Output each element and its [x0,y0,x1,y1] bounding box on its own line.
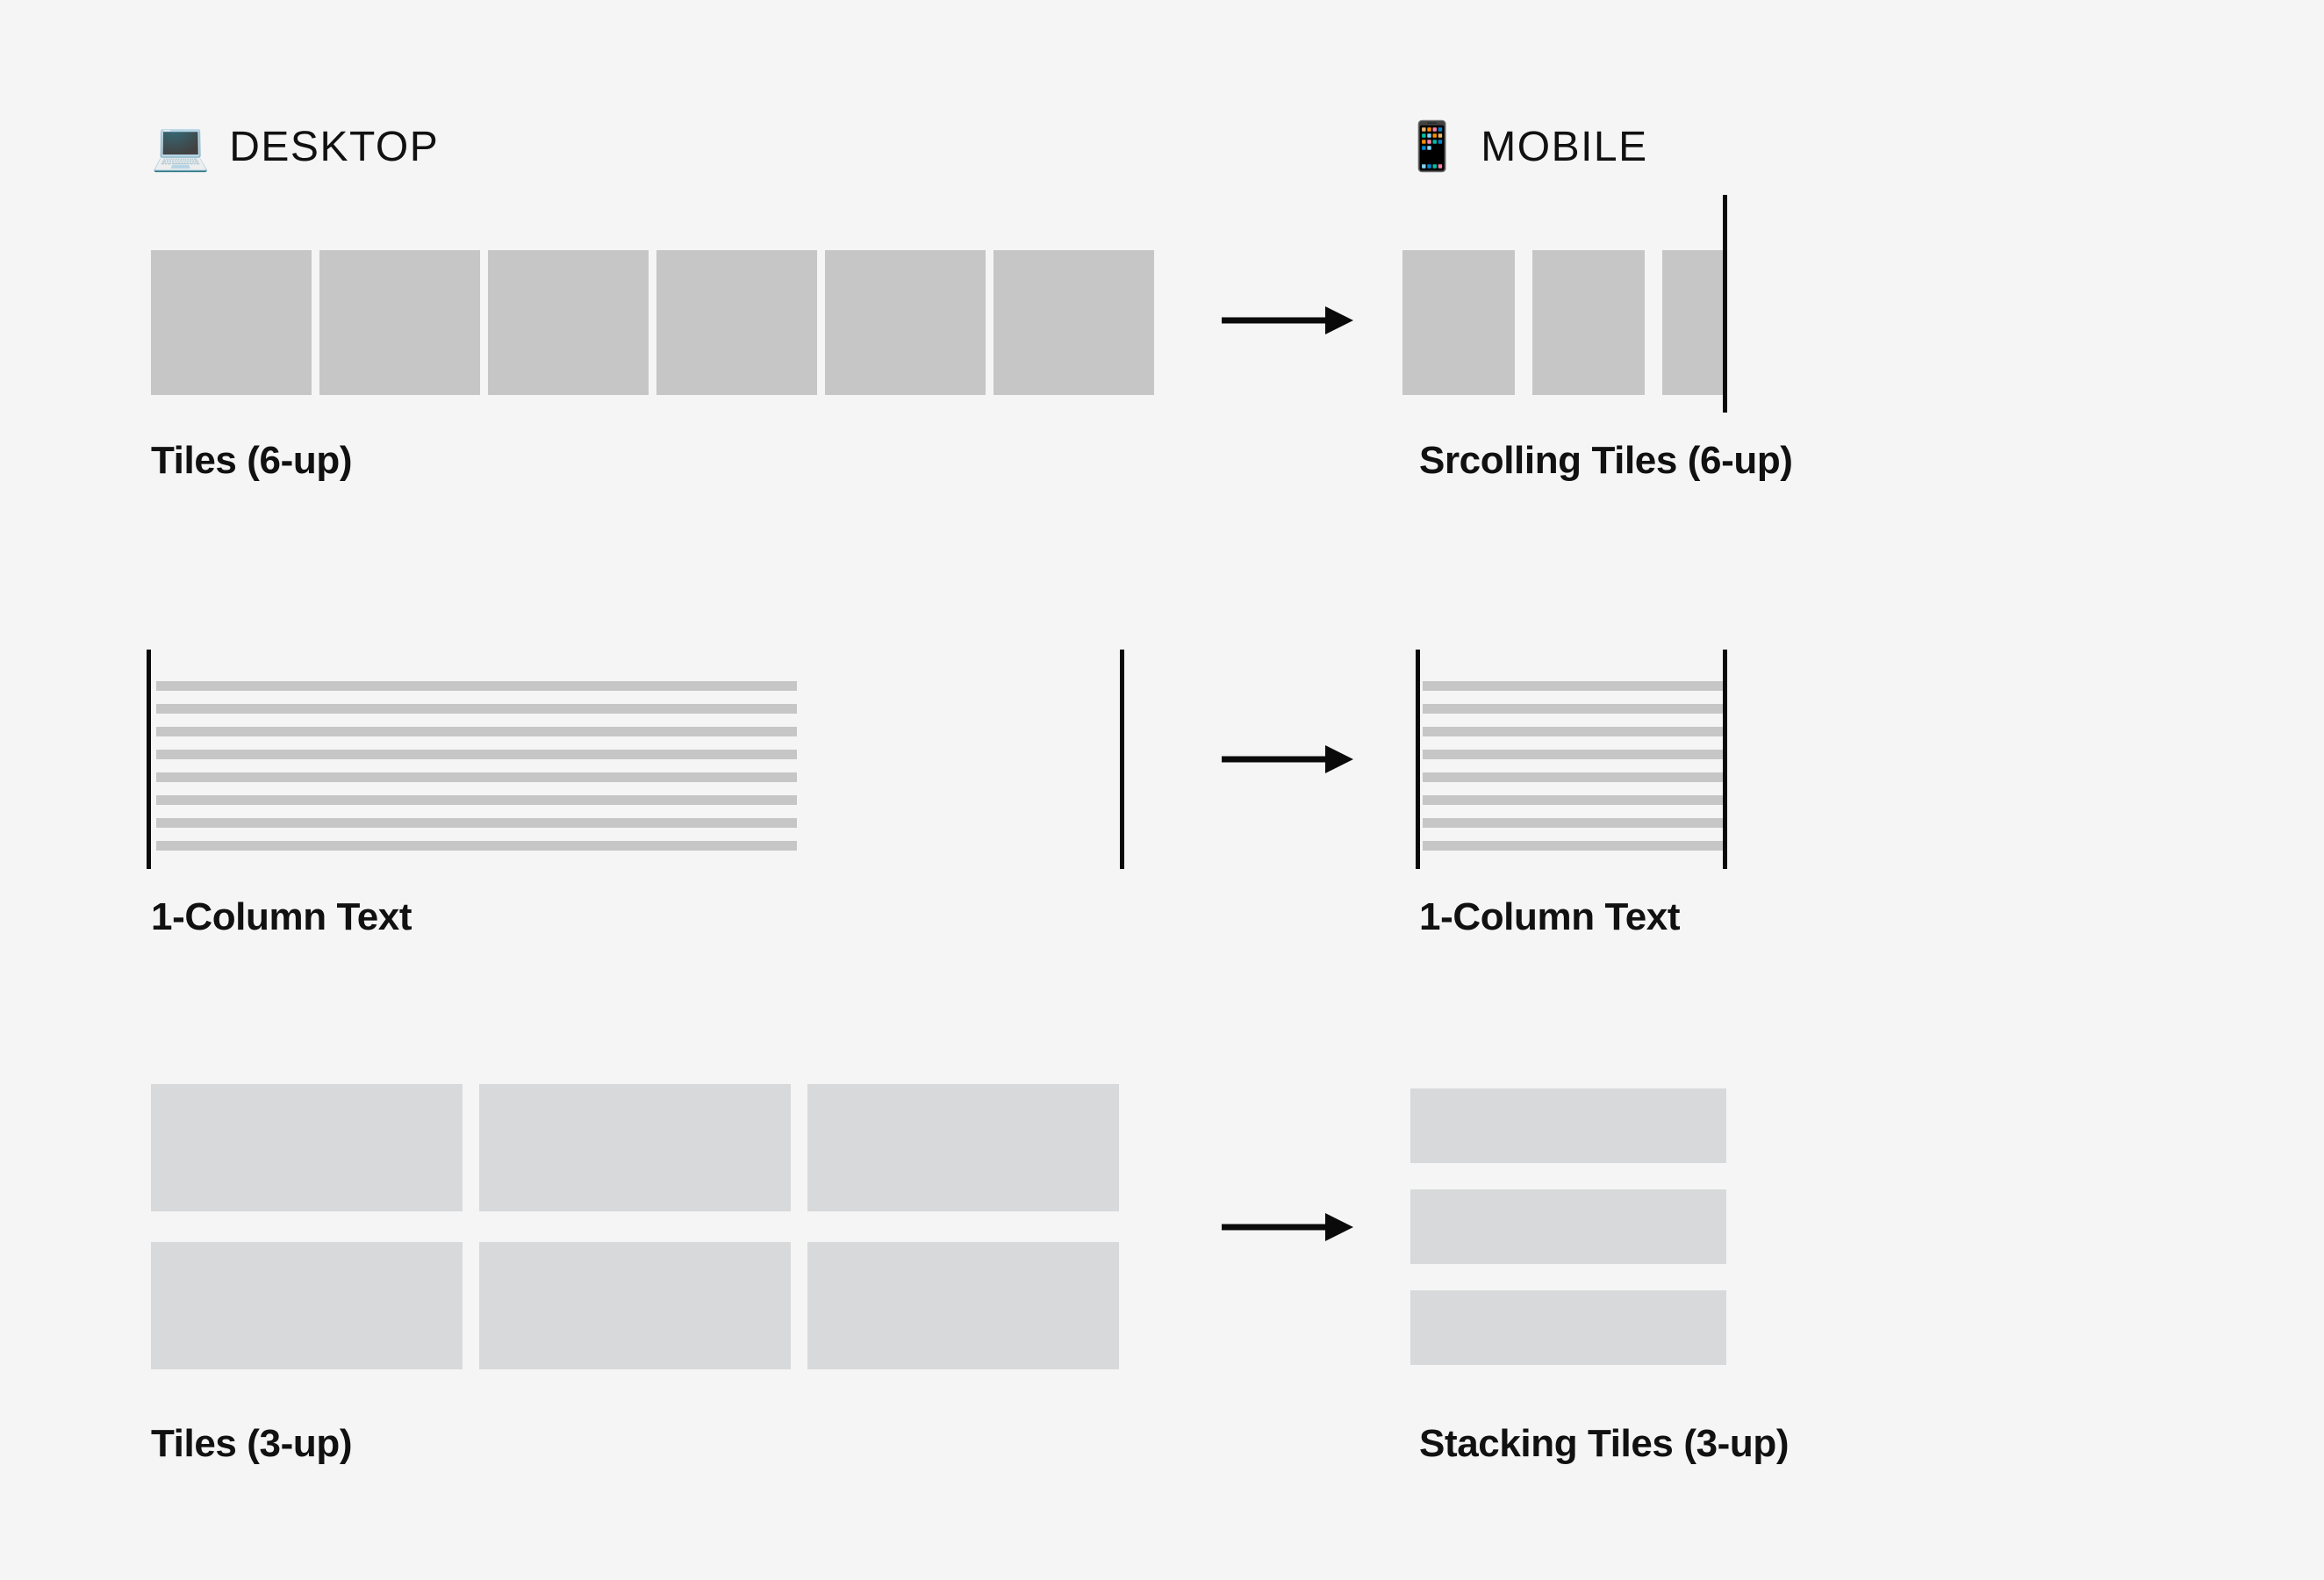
tile [1410,1088,1726,1163]
arrow-right-icon [1222,742,1353,777]
row-tiles-6up: Tiles (6-up) Srcolling Tiles (6-up) [0,0,2324,527]
column-header-mobile: 📱 MOBILE [1402,116,1648,177]
tile [479,1242,791,1369]
caption-desktop-tiles-6up: Tiles (6-up) [151,439,353,482]
text-line [156,704,797,714]
tile [151,1084,463,1211]
mobile-text-left-edge [1416,650,1420,869]
row-1col-text: 1-Column Text 1-Column Text [0,527,2324,983]
tile [488,250,649,395]
caption-mobile-stacking-tiles-3up: Stacking Tiles (3-up) [1419,1422,1790,1465]
text-line [156,795,797,805]
tile [1662,250,1725,395]
caption-mobile-scrolling-tiles-6up: Srcolling Tiles (6-up) [1419,439,1793,482]
text-line [1423,750,1725,759]
arrow-right-icon [1222,1210,1353,1245]
tile [656,250,817,395]
row-tiles-3up: Tiles (3-up) Stacking Tiles (3-up) [0,983,2324,1580]
tile [479,1084,791,1211]
tile [807,1242,1119,1369]
text-line [1423,772,1725,782]
text-line [156,818,797,828]
caption-desktop-1col-text: 1-Column Text [151,895,412,938]
text-line [156,727,797,736]
mobile-scrolling-tiles-viewport[interactable] [1402,250,1725,395]
tile [1402,250,1515,395]
tile [151,250,312,395]
column-header-desktop: 💻 DESKTOP [151,116,439,177]
phone-icon: 📱 [1402,120,1462,173]
laptop-icon: 💻 [151,120,211,173]
text-line [156,750,797,759]
tile [825,250,986,395]
tile [151,1242,463,1369]
desktop-text-left-edge [147,650,151,869]
desktop-text-right-edge [1120,650,1124,869]
column-header-mobile-label: MOBILE [1481,123,1648,170]
tile [807,1084,1119,1211]
tile [1410,1290,1726,1365]
mobile-text-right-edge [1723,650,1727,869]
text-line [1423,841,1725,851]
tile [1532,250,1645,395]
text-line [1423,727,1725,736]
tile [1410,1189,1726,1264]
text-line [156,772,797,782]
text-line [156,681,797,691]
caption-mobile-1col-text: 1-Column Text [1419,895,1681,938]
text-line [1423,795,1725,805]
text-line [1423,818,1725,828]
caption-desktop-tiles-3up: Tiles (3-up) [151,1422,353,1465]
column-header-desktop-label: DESKTOP [229,123,440,170]
arrow-right-icon [1222,303,1353,338]
tile [319,250,480,395]
mobile-viewport-right-edge [1723,195,1727,413]
text-line [1423,704,1725,714]
text-line [156,841,797,851]
tile [993,250,1154,395]
text-line [1423,681,1725,691]
